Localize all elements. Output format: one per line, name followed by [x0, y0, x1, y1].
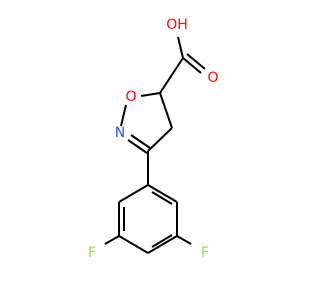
bond-o1-n2: [120, 104, 127, 127]
bond-ph-c1-c2: [118, 184, 149, 203]
bond-ph-c3-c4: [118, 235, 149, 254]
bond-n2-c3-double-b: [130, 134, 151, 149]
bond-cooh-c-oh: [177, 36, 184, 59]
atom-labels: OH O O N F F: [88, 17, 219, 261]
fluorine-left-label: F: [88, 245, 96, 261]
bond-ph-fluorine-left: [104, 235, 120, 245]
bond-ph-inner-c: [151, 191, 173, 205]
hydroxyl-oxygen-label: OH: [166, 17, 188, 33]
bond-n2-c3-double-a: [127, 139, 148, 154]
ring-oxygen-label: O: [125, 89, 136, 105]
bond-cooh-c-o-double-a: [182, 57, 202, 74]
bonds: [104, 36, 206, 254]
bond-c4-c5: [159, 92, 173, 129]
bond-ph-inner-b: [151, 234, 173, 248]
bond-c3-c4: [147, 127, 173, 152]
bond-ph-c4-c5: [147, 235, 178, 254]
bond-c5-o1: [140, 92, 161, 97]
bond-c5-cooh: [159, 57, 184, 94]
carbonyl-oxygen-label: O: [207, 70, 218, 86]
fluorine-right-label: F: [201, 245, 209, 261]
bond-cooh-c-o-double-b: [186, 53, 206, 70]
bond-ph-fluorine-right: [176, 235, 192, 245]
chemical-structure-diagram: OH O O N F F: [88, 17, 219, 261]
ring-nitrogen-label: N: [115, 125, 125, 141]
bond-ph-c6-c1: [147, 184, 178, 203]
